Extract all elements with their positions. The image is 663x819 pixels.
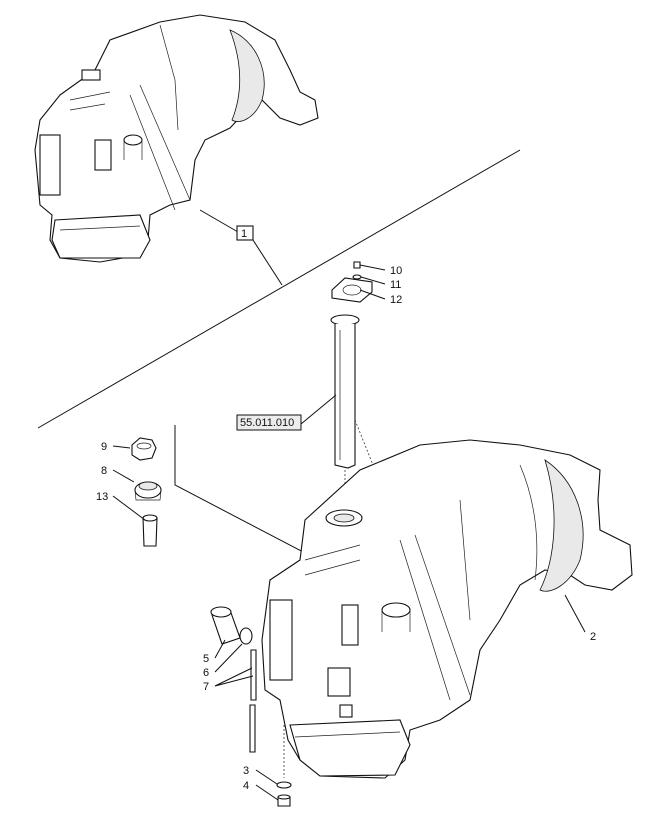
section-divider-line (37, 149, 521, 429)
section-reference-label[interactable]: 55.011.010 (240, 417, 294, 429)
leader-10 (359, 264, 386, 271)
o-ring-6 (239, 627, 253, 645)
leader-4 (255, 784, 279, 801)
leader-11 (360, 276, 386, 285)
fuel-tank-2 (261, 439, 633, 779)
leader-6 (214, 643, 243, 673)
leader-13 (112, 495, 146, 521)
callout-label-11: 11 (390, 279, 401, 291)
leader-8 (112, 469, 135, 483)
callout-label-2: 2 (590, 631, 596, 643)
callout-label-7: 7 (203, 681, 209, 693)
rod-7 (249, 649, 257, 753)
leader-3 (255, 769, 278, 785)
callout-label-12: 12 (390, 294, 402, 306)
leader-1-down (252, 239, 283, 286)
strainer-13 (142, 514, 158, 547)
callout-label-10: 10 (390, 265, 402, 277)
drain-plug-4 (277, 794, 291, 807)
callout-label-8: 8 (101, 465, 107, 477)
filler-cap-9 (131, 437, 157, 461)
callout-label-6: 6 (203, 667, 209, 679)
section-reference-box[interactable] (236, 414, 302, 431)
sleeve-5 (210, 606, 241, 645)
leader-12 (359, 289, 386, 300)
callout-label-9: 9 (101, 441, 107, 453)
callout-box-1 (236, 225, 254, 241)
drain-washer-3 (276, 781, 292, 789)
callout-label-1: 1 (241, 228, 247, 240)
fuel-sender-assembly (330, 261, 381, 511)
leader-7 (214, 667, 254, 687)
leader-2 (564, 594, 586, 633)
installed-tank-view (34, 14, 319, 263)
callout-label-13: 13 (96, 491, 108, 503)
leader-5 (214, 639, 226, 659)
callout-label-4: 4 (243, 780, 249, 792)
callout-label-3: 3 (243, 765, 249, 777)
leader-1 (199, 209, 239, 233)
filler-neck-seal-8 (134, 481, 162, 501)
callout-label-5: 5 (203, 653, 209, 665)
leader-section-ref (300, 394, 337, 425)
leader-9 (112, 445, 131, 449)
